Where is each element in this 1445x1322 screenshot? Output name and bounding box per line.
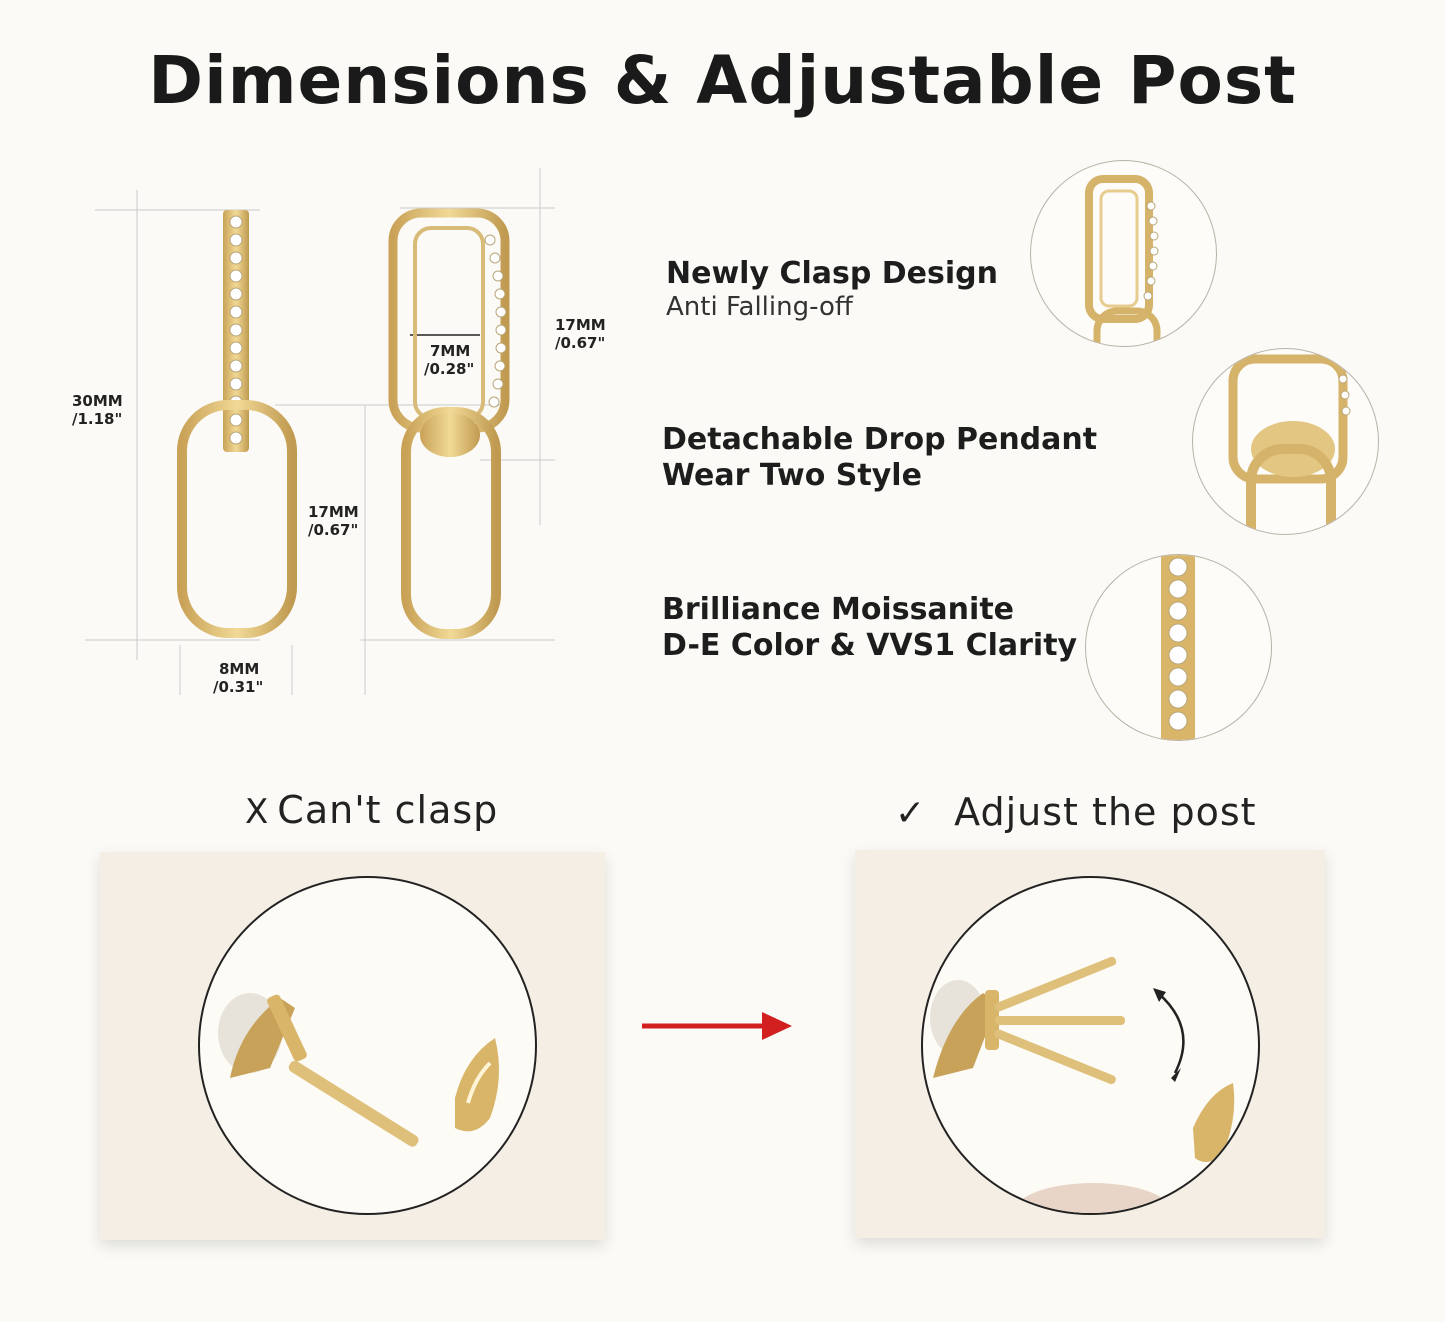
feature-moissanite-title2: D-E Color & VVS1 Clarity (662, 628, 1078, 663)
total-length-mm: 30MM (72, 392, 123, 410)
clasp-detail-image (1030, 160, 1217, 347)
pendant-length-in: /0.67" (308, 521, 359, 539)
moissanite-detail-image (1085, 554, 1272, 741)
check-icon: ✓ (895, 793, 927, 834)
cant-clasp-panel (100, 852, 605, 1240)
feature-clasp-subtitle: Anti Falling-off (666, 292, 853, 322)
hoop-length-in: /0.67" (555, 334, 606, 352)
dimension-inner-width: 7MM /0.28" (424, 342, 474, 378)
inner-width-in: /0.28" (424, 360, 475, 378)
dimension-hoop-length: 17MM /0.67" (555, 316, 606, 352)
feature-moissanite-title: Brilliance Moissanite (662, 592, 1015, 627)
feature-detachable-title: Detachable Drop Pendant (662, 422, 1098, 457)
feature-moissanite: Brilliance Moissanite D-E Color & VVS1 C… (662, 592, 1077, 664)
dimension-pendant-length: 17MM /0.67" (308, 503, 359, 539)
adjust-post-label: ✓ Adjust the post (895, 790, 1257, 834)
feature-detachable: Detachable Drop Pendant Wear Two Style (662, 422, 1097, 494)
feature-clasp: Newly Clasp Design Anti Falling-off (666, 256, 998, 322)
rotate-arrow-icon (1157, 992, 1185, 1074)
adjust-post-panel (855, 850, 1325, 1238)
hoop-length-mm: 17MM (555, 316, 606, 334)
feature-detachable-title2: Wear Two Style (662, 458, 922, 493)
dimension-width: 8MM /0.31" (213, 660, 263, 696)
pendant-length-mm: 17MM (308, 503, 359, 521)
page-title: Dimensions & Adjustable Post (148, 42, 1297, 119)
arrow-right-icon (642, 1012, 792, 1040)
dimension-total-length: 30MM /1.18" (72, 392, 123, 428)
adjust-post-text: Adjust the post (954, 790, 1257, 834)
cross-icon: X (245, 792, 270, 832)
inner-width-mm: 7MM (430, 342, 471, 360)
width-in: /0.31" (213, 678, 264, 696)
cant-clasp-text: Can't clasp (277, 788, 499, 832)
dimension-diagram (85, 168, 555, 695)
pendant-detail-image (1192, 348, 1379, 535)
feature-clasp-title: Newly Clasp Design (666, 256, 998, 291)
adjust-post-image (921, 876, 1260, 1215)
earring-side-view (388, 208, 510, 639)
cant-clasp-image (198, 876, 537, 1215)
width-mm: 8MM (219, 660, 260, 678)
earring-front-view (177, 210, 297, 638)
total-length-in: /1.18" (72, 410, 123, 428)
